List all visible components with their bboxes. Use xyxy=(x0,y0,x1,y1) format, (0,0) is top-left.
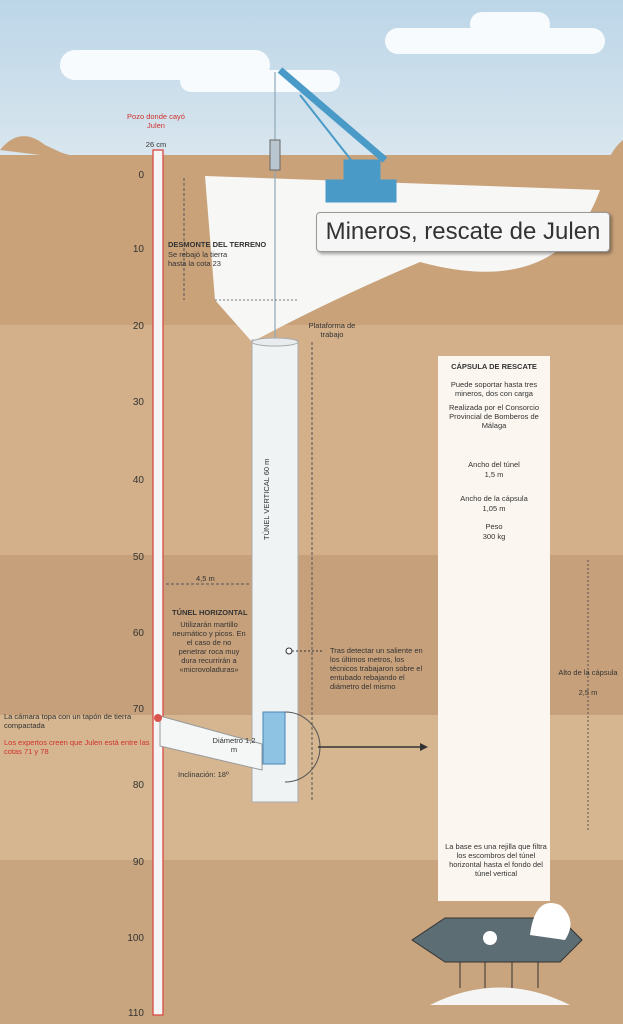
horizontal-inclination: Inclinación: 18º xyxy=(178,770,229,779)
depth-tick: 50 xyxy=(132,552,144,563)
depth-tick: 60 xyxy=(132,628,144,639)
capsule-heading: CÁPSULA DE RESCATE xyxy=(451,362,537,371)
depth-tick: 40 xyxy=(132,475,144,486)
base-grid-illustration xyxy=(411,903,583,1005)
base-note: La base es una rejilla que filtra los es… xyxy=(445,842,547,878)
well-diameter: 26 cm xyxy=(145,140,167,149)
capsule-maker: Realizada por el Consorcio Provincial de… xyxy=(448,403,540,430)
depth-tick: 100 xyxy=(127,933,144,944)
platform-label: Plataforma de trabajo xyxy=(308,321,356,339)
cloud xyxy=(470,12,550,36)
depth-tick: 110 xyxy=(128,1008,144,1019)
experts-note: Los expertos creen que Julen está entre … xyxy=(4,738,150,756)
excavated-terrain xyxy=(205,176,600,342)
julen-well xyxy=(152,149,164,1016)
horizontal-tunnel xyxy=(159,715,263,771)
capsule-capacity: Puede soportar hasta tres mineros, dos c… xyxy=(450,380,538,398)
desmonte-heading: DESMONTE DEL TERRENO xyxy=(168,240,267,249)
obstacle-note: Tras detectar un saliente en los últimos… xyxy=(330,646,423,691)
capsule-height-value: 2,5 m xyxy=(578,688,598,697)
horizontal-distance: 4,5 m xyxy=(196,574,215,583)
weight-label: Peso xyxy=(485,522,503,531)
page-title: Mineros, rescate de Julen xyxy=(316,212,610,252)
vertical-tunnel-label: TÚNEL VERTICAL 60 m xyxy=(262,458,271,540)
depth-tick: 80 xyxy=(132,780,144,791)
weight-value: 300 kg xyxy=(482,532,506,541)
tunnel-width-label: Ancho del túnel xyxy=(468,460,520,469)
capsule-width-label: Ancho de la cápsula xyxy=(460,494,528,503)
camera-note: La cámara topa con un tapón de tierra co… xyxy=(4,712,132,730)
depth-scale: 0 10 20 30 40 50 60 70 80 90 100 110 xyxy=(120,170,160,1020)
depth-tick: 70 xyxy=(132,704,144,715)
tunnel-width-value: 1,5 m xyxy=(484,470,504,479)
horizontal-text: Utilizarán martillo neumático y picos. E… xyxy=(172,620,246,674)
capsule-height-label: Alto de la cápsula xyxy=(558,668,618,677)
depth-tick: 90 xyxy=(132,857,144,868)
depth-tick: 30 xyxy=(132,397,144,408)
horizontal-heading: TÚNEL HORIZONTAL xyxy=(172,608,248,617)
depth-tick: 10 xyxy=(132,244,144,255)
horizontal-diameter: Diámetro 1,2 m xyxy=(212,736,256,754)
desmonte-text: Se rebajó la tierra hasta la cota 23 xyxy=(168,250,228,268)
well-label: Pozo donde cayó Julen xyxy=(127,112,185,130)
depth-tick: 0 xyxy=(138,170,144,181)
crane-icon xyxy=(277,67,397,203)
depth-tick: 20 xyxy=(132,321,144,332)
capsule-width-value: 1,05 m xyxy=(482,504,506,513)
capsule-panel xyxy=(438,356,550,901)
